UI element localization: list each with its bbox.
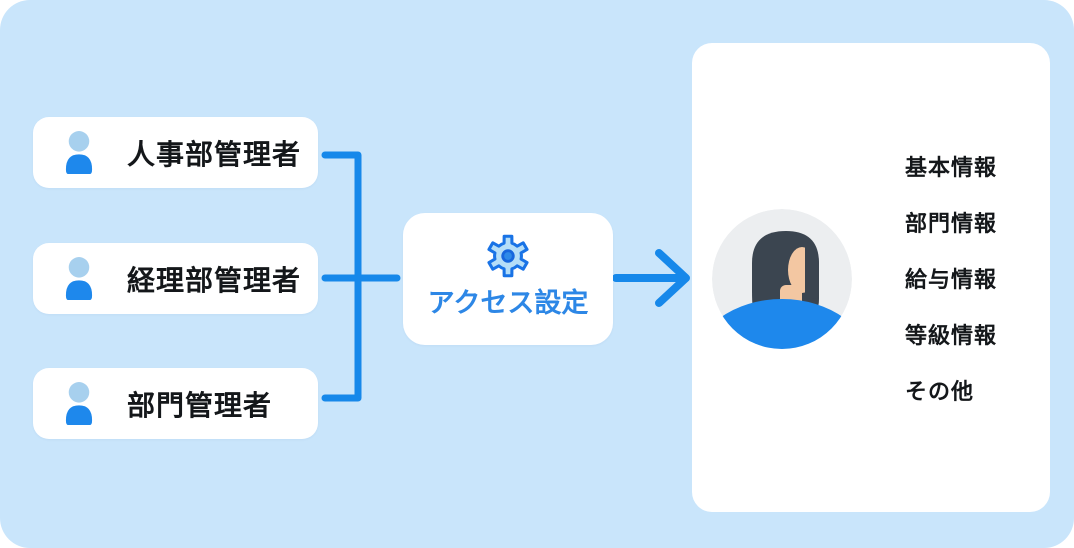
profile-panel: 基本情報 部門情報 給与情報 等級情報 その他: [692, 43, 1050, 512]
role-card-department-admin: 部門管理者: [33, 368, 318, 439]
info-item-grade: 等級情報: [905, 323, 998, 348]
avatar-hair-front: [805, 241, 819, 299]
profile-info-list: 基本情報 部門情報 給与情報 等級情報 その他: [905, 150, 997, 430]
role-label: 経理部管理者: [127, 264, 302, 296]
info-item-other: その他: [905, 379, 975, 404]
gear-icon: [487, 234, 529, 278]
role-label: 部門管理者: [127, 389, 273, 421]
role-card-hr-admin: 人事部管理者: [33, 117, 318, 188]
flow-arrow-icon: [612, 249, 690, 307]
bracket-line: [321, 151, 362, 402]
access-settings-card: アクセス設定: [403, 213, 613, 345]
avatar-shirt: [712, 299, 852, 349]
role-card-accounting-admin: 経理部管理者: [33, 243, 318, 314]
info-item-salary: 給与情報: [905, 267, 998, 292]
person-icon: [65, 131, 93, 174]
info-item-basic: 基本情報: [905, 155, 998, 180]
access-settings-label: アクセス設定: [427, 288, 589, 318]
person-icon: [65, 382, 93, 425]
person-icon: [65, 257, 93, 300]
role-label: 人事部管理者: [127, 138, 302, 170]
female-user-avatar: [712, 209, 852, 349]
info-item-department: 部門情報: [905, 211, 998, 236]
